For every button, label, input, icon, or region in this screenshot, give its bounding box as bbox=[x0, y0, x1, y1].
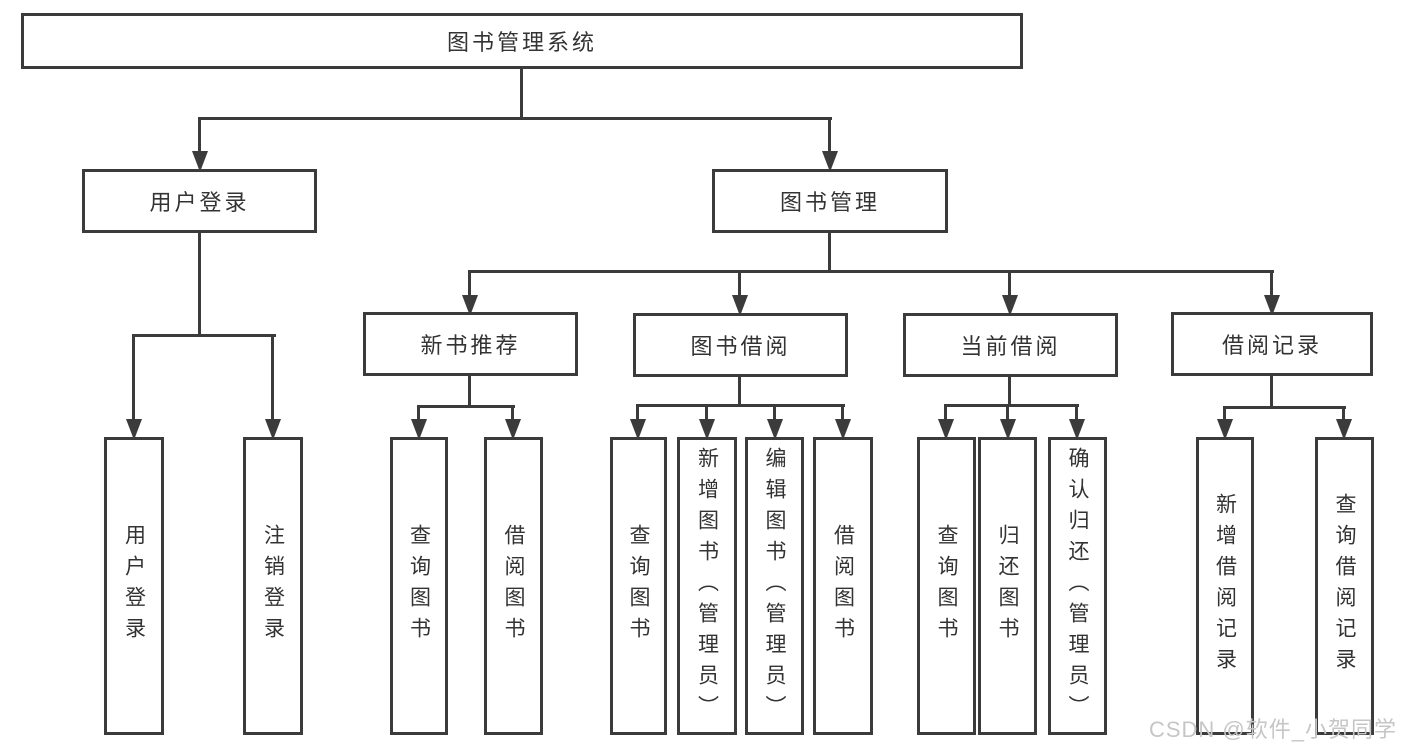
connector-vertical-line bbox=[738, 270, 741, 300]
leaf-user-login: 用户登录 bbox=[104, 437, 164, 735]
arrow-down-icon bbox=[699, 419, 715, 440]
leaf-label: 归还图书 bbox=[996, 524, 1019, 648]
arrow-down-icon bbox=[462, 295, 478, 316]
leaf-borrow-books-borrowing: 借阅图书 bbox=[813, 437, 873, 735]
node-user-login: 用户登录 bbox=[82, 169, 317, 233]
leaf-borrow-books-recommend: 借阅图书 bbox=[484, 437, 543, 735]
arrow-down-icon bbox=[767, 419, 783, 440]
connector-vertical-line bbox=[198, 233, 201, 337]
arrow-down-icon bbox=[1000, 419, 1016, 440]
watermark: CSDN @软件_小贺同学 bbox=[1148, 717, 1397, 742]
arrow-down-icon bbox=[1002, 295, 1018, 316]
node-borrowing-records: 借阅记录 bbox=[1171, 312, 1373, 376]
connector-horizontal-line bbox=[132, 334, 276, 337]
arrow-down-icon bbox=[1264, 295, 1280, 316]
connector-vertical-line bbox=[738, 377, 741, 407]
arrow-down-icon bbox=[1217, 419, 1233, 440]
leaf-edit-book-admin: 编辑图书（管理员） bbox=[745, 437, 804, 735]
leaf-confirm-return-admin: 确认归还（管理员） bbox=[1048, 437, 1107, 735]
leaf-label: 查询图书 bbox=[627, 524, 650, 648]
node-new-book-recommendation: 新书推荐 bbox=[363, 312, 578, 376]
leaf-query-books-current: 查询图书 bbox=[917, 437, 976, 735]
leaf-add-book-admin: 新增图书（管理员） bbox=[677, 437, 737, 735]
leaf-query-books-borrowing: 查询图书 bbox=[610, 437, 667, 735]
connector-vertical-line bbox=[468, 270, 471, 300]
connector-horizontal-line bbox=[468, 270, 1274, 273]
connector-horizontal-line bbox=[944, 404, 1079, 407]
arrow-down-icon bbox=[630, 419, 646, 440]
connector-vertical-line bbox=[944, 404, 947, 423]
arrow-down-icon bbox=[505, 419, 521, 440]
connector-vertical-line bbox=[1342, 406, 1345, 423]
leaf-label: 新增借阅记录 bbox=[1213, 493, 1237, 679]
leaf-label: 查询借阅记录 bbox=[1333, 493, 1356, 679]
leaf-label: 注销登录 bbox=[261, 524, 285, 648]
leaf-query-books-recommend: 查询图书 bbox=[390, 437, 448, 735]
leaf-label: 用户登录 bbox=[122, 524, 146, 648]
connector-vertical-line bbox=[468, 376, 471, 408]
arrow-down-icon bbox=[938, 419, 954, 440]
connector-horizontal-line bbox=[417, 405, 515, 408]
connector-vertical-line bbox=[1006, 404, 1009, 423]
connector-vertical-line bbox=[1008, 377, 1011, 407]
connector-horizontal-line bbox=[1223, 406, 1346, 409]
leaf-query-borrow-record: 查询借阅记录 bbox=[1315, 437, 1374, 735]
connector-vertical-line bbox=[520, 69, 523, 119]
leaf-add-borrow-record: 新增借阅记录 bbox=[1196, 437, 1254, 735]
arrow-down-icon bbox=[411, 419, 427, 440]
leaf-label: 查询图书 bbox=[407, 524, 431, 648]
arrow-down-icon bbox=[835, 419, 851, 440]
connector-vertical-line bbox=[271, 334, 274, 424]
connector-vertical-line bbox=[132, 334, 135, 424]
node-library-management-system: 图书管理系统 bbox=[21, 13, 1023, 69]
connector-vertical-line bbox=[636, 404, 639, 423]
arrow-down-icon bbox=[822, 151, 838, 172]
leaf-label: 借阅图书 bbox=[502, 524, 525, 648]
connector-vertical-line bbox=[828, 117, 831, 155]
arrow-down-icon bbox=[732, 295, 748, 316]
arrow-down-icon bbox=[126, 419, 142, 440]
arrow-down-icon bbox=[1336, 419, 1352, 440]
connector-vertical-line bbox=[1075, 404, 1078, 423]
connector-vertical-line bbox=[1270, 376, 1273, 409]
connector-vertical-line bbox=[773, 404, 776, 423]
leaf-return-book: 归还图书 bbox=[978, 437, 1037, 735]
leaf-label: 编辑图书（管理员） bbox=[763, 446, 786, 726]
connector-vertical-line bbox=[828, 233, 831, 273]
leaf-label: 新增图书（管理员） bbox=[695, 446, 719, 726]
connector-horizontal-line bbox=[198, 117, 832, 120]
connector-vertical-line bbox=[1223, 406, 1226, 423]
connector-vertical-line bbox=[841, 404, 844, 423]
connector-vertical-line bbox=[511, 405, 514, 423]
connector-horizontal-line bbox=[636, 404, 845, 407]
node-book-management: 图书管理 bbox=[712, 169, 948, 233]
arrow-down-icon bbox=[1069, 419, 1085, 440]
leaf-logout: 注销登录 bbox=[243, 437, 303, 735]
leaf-label: 借阅图书 bbox=[831, 524, 855, 648]
connector-vertical-line bbox=[1270, 270, 1273, 300]
leaf-label: 查询图书 bbox=[935, 524, 958, 648]
arrow-down-icon bbox=[192, 151, 208, 172]
connector-vertical-line bbox=[705, 404, 708, 423]
node-book-borrowing: 图书借阅 bbox=[633, 313, 848, 377]
leaf-label: 确认归还（管理员） bbox=[1066, 446, 1089, 726]
connector-vertical-line bbox=[1008, 270, 1011, 300]
arrow-down-icon bbox=[265, 419, 281, 440]
node-current-borrowing: 当前借阅 bbox=[903, 313, 1118, 377]
connector-vertical-line bbox=[417, 405, 420, 423]
connector-vertical-line bbox=[198, 117, 201, 155]
